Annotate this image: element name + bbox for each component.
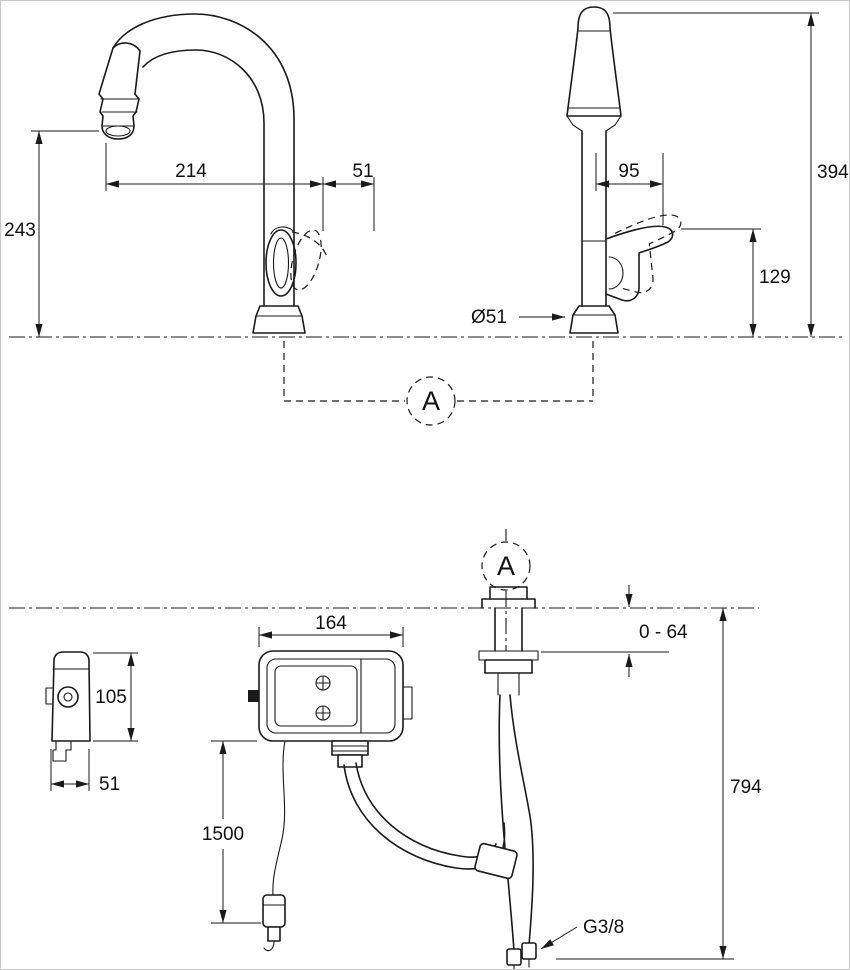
faucet-side-view	[98, 13, 329, 334]
spray-head	[98, 42, 141, 140]
handle-front	[605, 225, 674, 302]
spout-cone	[566, 6, 622, 117]
box-right-clip	[402, 686, 413, 720]
control-box-panel	[274, 665, 358, 727]
box-hose-fitting	[331, 740, 369, 756]
dim-deck-thickness-label: 0 - 64	[639, 622, 688, 643]
side-unit-body	[51, 651, 91, 742]
dim-height-label: 243	[4, 220, 36, 241]
dimensions-side-view: 243 214 51	[4, 130, 375, 337]
power-cable	[272, 740, 286, 896]
power-cable-and-plug	[262, 740, 286, 952]
hose-end-fitting-right	[521, 942, 537, 960]
control-box-outer	[258, 650, 404, 742]
side-unit	[45, 651, 91, 762]
dim-front-offset-label: 95	[618, 161, 639, 182]
mounting-washer	[478, 650, 539, 661]
screw-bottom	[315, 705, 331, 721]
hose-connector	[474, 842, 518, 880]
spout-inner-curve	[142, 49, 265, 307]
handle-swing-dashed	[290, 229, 322, 291]
hose-right	[509, 694, 534, 946]
dim-hose-thread-label: G3/8	[583, 917, 624, 938]
dimensions-front-view: 95 394 129 Ø51	[471, 12, 849, 337]
hose-from-box-outer	[343, 764, 506, 870]
dim-box-width-label: 164	[315, 613, 347, 634]
faucet-base-side	[252, 305, 306, 334]
dim-base-diameter-label: Ø51	[471, 307, 507, 328]
side-unit-nozzle	[52, 740, 72, 762]
section-marker-bottom: A	[481, 529, 531, 651]
hose-end-fitting-left	[506, 948, 522, 966]
supply-hoses	[343, 694, 537, 969]
section-circle-bottom	[481, 541, 531, 591]
faucet-front-view	[566, 6, 682, 334]
dim-handle-offset-label: 51	[352, 161, 373, 182]
side-unit-button	[57, 686, 79, 708]
section-label-top: A	[422, 386, 440, 416]
dim-unit-height-label: 105	[95, 687, 127, 708]
mounting-shank	[478, 586, 539, 696]
dim-under-depth-label: 794	[730, 777, 762, 798]
dim-unit-width-label: 51	[99, 774, 120, 795]
section-label-bottom: A	[497, 551, 515, 581]
dim-total-height-label: 394	[817, 162, 849, 183]
power-plug	[262, 894, 286, 928]
spout-outer-curve	[112, 13, 295, 307]
section-marker-top: A	[283, 341, 594, 426]
dim-reach-label: 214	[175, 161, 207, 182]
mounting-nut	[484, 659, 533, 674]
spray-nozzle	[105, 125, 131, 137]
faucet-base-front	[569, 305, 619, 334]
dim-cable-length-label: 1500	[202, 824, 244, 845]
box-left-tab	[248, 690, 259, 702]
control-box	[248, 650, 413, 768]
hose-left	[498, 694, 515, 952]
section-circle-top	[406, 376, 456, 426]
dim-handle-height-label: 129	[759, 267, 791, 288]
handle-front-dashed	[614, 214, 682, 294]
screw-top	[315, 675, 331, 691]
handle-loop	[265, 229, 297, 297]
hose-from-box-inner	[355, 762, 497, 858]
dimensions-installation: 164 0 - 64 794 105 51 1500 G3/8	[50, 585, 762, 960]
